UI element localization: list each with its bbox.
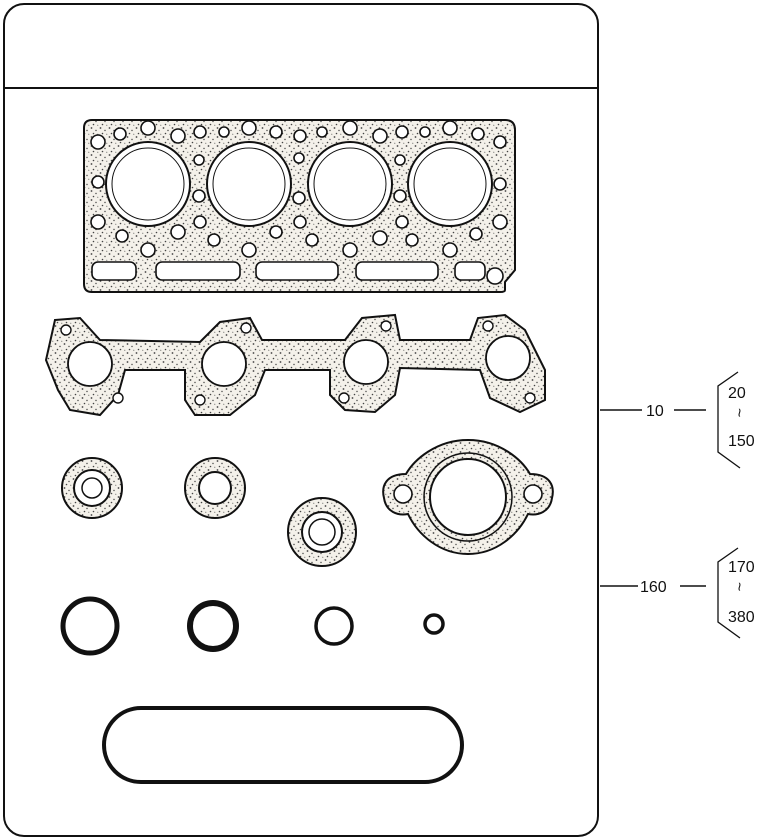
rocker-cover-gasket: [102, 706, 464, 784]
seal-1: [61, 457, 123, 519]
o-ring-3: [314, 606, 354, 646]
callout-160: 160 170 ~ 380: [600, 547, 755, 639]
o-ring-1: [60, 596, 120, 656]
callout-160-ref: 160: [640, 579, 667, 596]
kit-bag: [3, 3, 599, 837]
kit-bag-outline: [3, 3, 599, 837]
callout-10: 10 20 ~ 150: [600, 371, 755, 469]
seal-3: [287, 497, 357, 567]
manifold-gasket: [44, 313, 546, 417]
callout-10-range-start: 20: [728, 385, 746, 402]
callout-10-ref: 10: [646, 403, 664, 420]
callout-160-range-symbol: ~: [730, 582, 747, 591]
callout-10-range-symbol: ~: [730, 408, 747, 417]
o-rings: [60, 596, 445, 656]
callout-10-range-end: 150: [728, 433, 755, 450]
flange-gasket: [382, 438, 554, 556]
callout-160-range-end: 380: [728, 609, 755, 626]
seal-2: [184, 457, 246, 519]
o-ring-2: [187, 600, 239, 652]
o-ring-4: [423, 613, 445, 635]
cylinder-head-gasket: [83, 119, 516, 293]
callout-160-range-start: 170: [728, 559, 755, 576]
